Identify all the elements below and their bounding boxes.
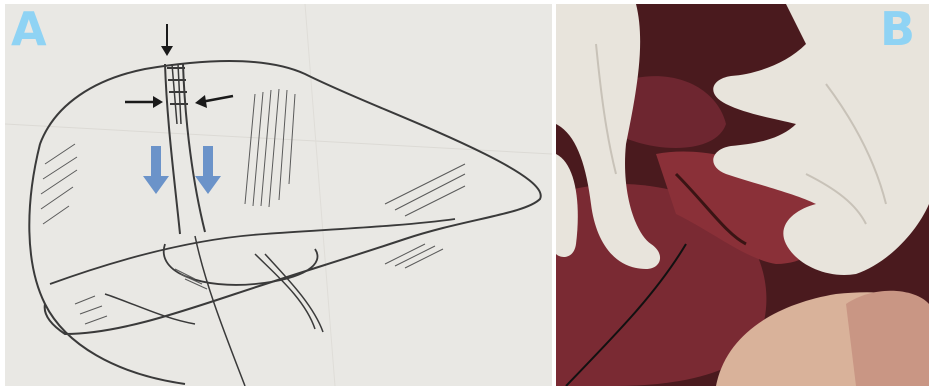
sketch-panel: A <box>5 4 552 386</box>
panel-label-a: A <box>11 6 47 52</box>
surgery-photo <box>556 4 929 386</box>
photo-panel: B <box>556 4 929 386</box>
liver-sketch <box>5 4 552 386</box>
panel-label-b: B <box>880 6 915 52</box>
